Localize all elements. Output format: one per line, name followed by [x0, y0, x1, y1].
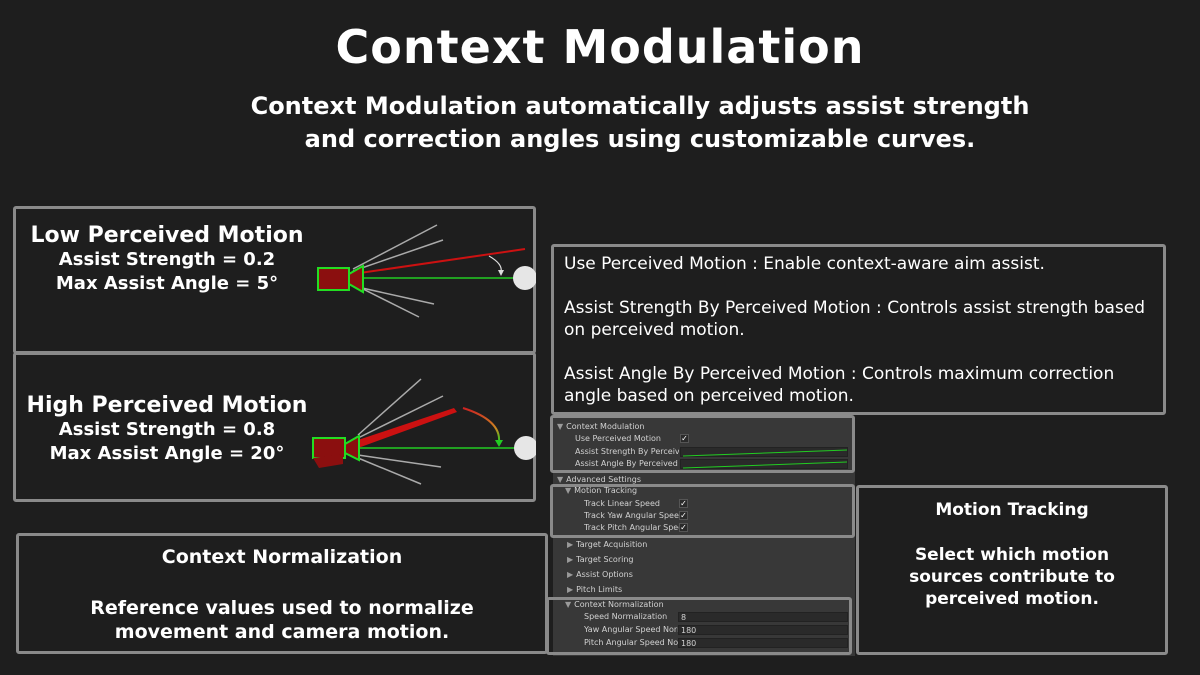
gray-ray — [352, 224, 438, 270]
highlight-context-modulation — [550, 415, 855, 473]
track-pitch-label: Track Pitch Angular Speed — [584, 523, 689, 532]
correction-arc — [462, 407, 501, 443]
camera-tilt — [313, 454, 343, 468]
use-perceived-motion-label: Use Perceived Motion — [575, 434, 662, 443]
camera-lens — [344, 434, 360, 462]
high-motion-text: High Perceived Motion Assist Strength = … — [22, 393, 312, 466]
high-motion-angle: Max Assist Angle = 20° — [49, 443, 285, 464]
foldout-label: Advanced Settings — [566, 475, 642, 484]
foldout-label: Assist Options — [576, 570, 633, 579]
assist-strength-curve-field[interactable] — [680, 447, 848, 457]
motion-tracking-text: Select which motion sources contribute t… — [909, 545, 1115, 609]
foldout-target-acquisition[interactable]: ▶Target Acquisition — [567, 539, 647, 551]
track-linear-speed-label: Track Linear Speed — [584, 499, 660, 508]
camera-body — [317, 267, 350, 291]
expand-icon: ▶ — [567, 555, 574, 564]
context-normalization-box: Context Normalization Reference values u… — [16, 533, 548, 654]
page-subtitle: Context Modulation automatically adjusts… — [250, 92, 1030, 153]
expand-icon: ▼ — [565, 486, 572, 495]
expand-icon: ▼ — [557, 422, 564, 431]
assist-line — [352, 248, 526, 275]
highlight-motion-tracking — [550, 484, 855, 538]
yaw-norm-field[interactable]: 180 — [678, 625, 848, 635]
expand-icon: ▶ — [567, 570, 574, 579]
foldout-label: Context Normalization — [574, 600, 664, 609]
info-angle-by: Assist Angle By Perceived Motion : Contr… — [564, 364, 1115, 406]
target — [514, 436, 536, 460]
gray-ray — [357, 378, 422, 436]
gray-ray — [357, 395, 444, 439]
low-motion-strength: Assist Strength = 0.2 — [58, 249, 276, 270]
pitch-norm-label: Pitch Angular Speed Norm — [584, 638, 678, 647]
gray-ray — [352, 239, 444, 272]
foldout-label: Context Modulation — [566, 422, 645, 431]
expand-icon: ▶ — [567, 540, 574, 549]
foldout-label: Pitch Limits — [576, 585, 623, 594]
gray-ray — [357, 457, 422, 485]
motion-tracking-title: Motion Tracking — [935, 500, 1089, 520]
foldout-label: Motion Tracking — [574, 486, 638, 495]
foldout-label: Target Scoring — [576, 555, 634, 564]
camera-lens — [348, 264, 364, 294]
arrow-head — [498, 270, 504, 276]
correction-arrow — [488, 255, 502, 273]
foldout-label: Target Acquisition — [576, 540, 648, 549]
gray-ray — [357, 454, 442, 468]
expand-icon: ▼ — [557, 475, 564, 484]
high-motion-strength: Assist Strength = 0.8 — [58, 419, 276, 440]
context-normalization-title: Context Normalization — [161, 546, 403, 568]
highlight-context-normalization — [546, 597, 852, 655]
foldout-advanced-settings[interactable]: ▼Advanced Settings — [557, 474, 641, 486]
expand-icon: ▼ — [565, 600, 572, 609]
speed-normalization-label: Speed Normalization — [584, 612, 668, 621]
context-normalization-text: Reference values used to normalize movem… — [90, 597, 474, 643]
expand-icon: ▶ — [567, 585, 574, 594]
arrow-head — [495, 440, 503, 447]
page-title: Context Modulation — [335, 20, 865, 74]
foldout-pitch-limits[interactable]: ▶Pitch Limits — [567, 584, 622, 596]
assist-wedge — [358, 408, 457, 448]
target — [513, 266, 536, 290]
low-motion-diagram — [317, 224, 536, 318]
yaw-norm-label: Yaw Angular Speed Norma — [584, 625, 678, 634]
info-use-perceived: Use Perceived Motion : Enable context-aw… — [564, 254, 1045, 274]
foldout-context-normalization[interactable]: ▼Context Normalization — [565, 599, 664, 611]
low-motion-heading: Low Perceived Motion — [30, 223, 304, 248]
motion-tracking-box: Motion Tracking Select which motion sour… — [856, 485, 1168, 655]
track-linear-speed-checkbox[interactable]: ✓ — [679, 499, 688, 508]
high-motion-heading: High Perceived Motion — [26, 393, 308, 418]
info-strength-by: Assist Strength By Perceived Motion : Co… — [564, 298, 1146, 340]
foldout-target-scoring[interactable]: ▶Target Scoring — [567, 554, 633, 566]
low-motion-text: Low Perceived Motion Assist Strength = 0… — [22, 223, 312, 296]
low-motion-panel: Low Perceived Motion Assist Strength = 0… — [13, 206, 536, 354]
gray-ray — [352, 285, 435, 305]
use-perceived-motion-checkbox[interactable]: ✓ — [680, 434, 689, 443]
assist-angle-curve-field[interactable] — [680, 459, 848, 469]
track-yaw-checkbox[interactable]: ✓ — [679, 511, 688, 520]
assist-angle-curve-label: Assist Angle By Perceived Mo — [575, 459, 679, 468]
speed-normalization-field[interactable]: 8 — [678, 612, 848, 622]
info-box: Use Perceived Motion : Enable context-aw… — [551, 244, 1166, 415]
pitch-norm-field[interactable]: 180 — [678, 638, 848, 648]
track-yaw-label: Track Yaw Angular Speed — [584, 511, 684, 520]
foldout-context-modulation[interactable]: ▼Context Modulation — [557, 421, 644, 433]
high-motion-diagram — [312, 378, 536, 485]
assist-strength-curve-label: Assist Strength By Perceived — [575, 447, 679, 456]
high-motion-panel: High Perceived Motion Assist Strength = … — [13, 352, 536, 502]
track-pitch-checkbox[interactable]: ✓ — [679, 523, 688, 532]
foldout-assist-options[interactable]: ▶Assist Options — [567, 569, 633, 581]
foldout-motion-tracking[interactable]: ▼Motion Tracking — [565, 485, 637, 497]
low-motion-angle: Max Assist Angle = 5° — [55, 273, 279, 294]
